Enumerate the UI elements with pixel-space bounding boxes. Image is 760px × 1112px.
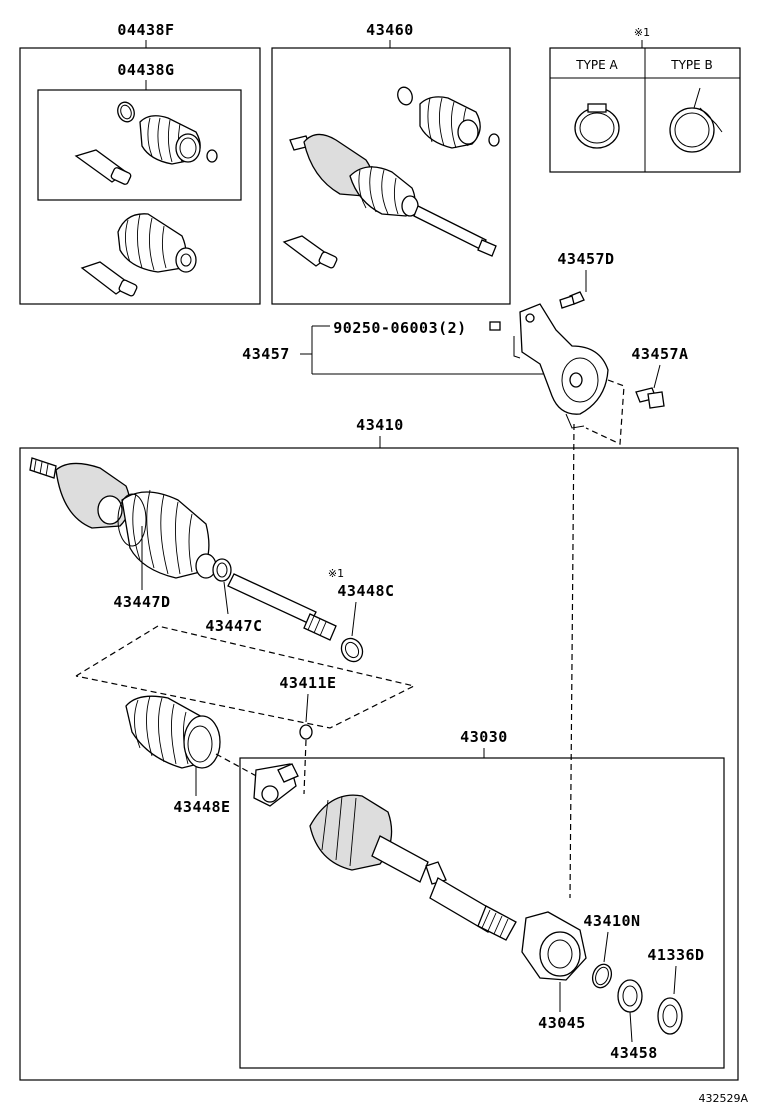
- leader-43447C: [223, 581, 229, 615]
- label-43448E[interactable]: 43448E: [173, 798, 230, 816]
- bracket-to-bearing-dash: [569, 423, 575, 899]
- ref-mark-43448C: ※1: [328, 567, 344, 580]
- label-43457[interactable]: 43457: [242, 345, 290, 363]
- label-43410N[interactable]: 43410N: [583, 912, 640, 930]
- bracket-dash: [585, 379, 625, 445]
- clamp-icon: [212, 558, 232, 582]
- bearing-icon: [521, 911, 587, 981]
- shaft-icon: [289, 133, 497, 257]
- shaft-icon: [227, 573, 337, 641]
- label-90250[interactable]: 90250-06003(2): [333, 319, 466, 337]
- leader-43410N: [603, 931, 609, 963]
- boot-icon: [121, 489, 217, 579]
- leader-43457A: [653, 364, 661, 389]
- seal-icon: [617, 979, 643, 1013]
- bolt-icon: [489, 321, 501, 331]
- label-43457D[interactable]: 43457D: [557, 250, 614, 268]
- label-43410[interactable]: 43410: [356, 416, 404, 434]
- label-43045[interactable]: 43045: [538, 1014, 586, 1032]
- label-43030[interactable]: 43030: [460, 728, 508, 746]
- grease-tube-icon: [74, 149, 132, 185]
- diagram-id: 432529A: [698, 1092, 748, 1105]
- shaft-icon: [309, 794, 517, 941]
- snap-ring-icon: [299, 724, 313, 740]
- boot-to-tripod-dash: [215, 753, 261, 779]
- clamp-icon: [340, 637, 364, 663]
- label-43458[interactable]: 43458: [610, 1044, 658, 1062]
- label-04438F[interactable]: 04438F: [117, 21, 174, 39]
- snap-ring-icon: [206, 149, 218, 163]
- bracket-icon: [513, 303, 609, 429]
- boot-icon: [419, 96, 481, 149]
- tripod-icon: [253, 763, 299, 807]
- label-41336D[interactable]: 41336D: [647, 946, 704, 964]
- assembly-box-43410: [19, 447, 739, 1081]
- bolt-icon: [559, 291, 585, 309]
- boot-icon: [125, 695, 221, 769]
- kit-box-43460: [271, 47, 511, 305]
- leader-43457: [300, 325, 544, 375]
- label-43411E[interactable]: 43411E: [279, 674, 336, 692]
- leader-43458: [629, 1011, 633, 1043]
- label-43460[interactable]: 43460: [366, 21, 414, 39]
- label-43447D[interactable]: 43447D: [113, 593, 170, 611]
- snap-ring-icon: [488, 133, 500, 147]
- label-43457A[interactable]: 43457A: [631, 345, 688, 363]
- bolt-icon: [635, 387, 665, 409]
- leader-43411E: [305, 693, 309, 723]
- seal-icon: [657, 997, 683, 1035]
- clamp-icon: [117, 493, 147, 547]
- clamp-icon: [117, 101, 135, 123]
- snap-ring-icon: [591, 963, 613, 989]
- kit-box-04438F: [19, 47, 261, 305]
- legend-type-a: TYPE A: [575, 58, 618, 72]
- label-43448C[interactable]: 43448C: [337, 582, 394, 600]
- boot-icon: [117, 213, 197, 273]
- label-43447C[interactable]: 43447C: [205, 617, 262, 635]
- clamp-type-a-icon: [574, 103, 620, 149]
- clamp-type-b-icon: [669, 87, 723, 153]
- ref-mark-legend: ※1: [634, 26, 650, 39]
- shaft-icon: [29, 457, 131, 529]
- clamp-icon: [397, 86, 413, 106]
- assembly-box-43030: [239, 757, 725, 1069]
- grease-tube-icon: [282, 235, 338, 269]
- kit-box-04438G: [37, 89, 242, 201]
- boot-kit-dash: [75, 625, 416, 729]
- legend-type-b: TYPE B: [670, 58, 713, 72]
- leader-41336D: [673, 965, 677, 995]
- boot-icon: [139, 115, 201, 165]
- leader-43448C: [351, 601, 357, 637]
- label-04438G[interactable]: 04438G: [117, 61, 174, 79]
- ring-to-joint-dash: [303, 739, 307, 795]
- grease-tube-icon: [80, 261, 138, 297]
